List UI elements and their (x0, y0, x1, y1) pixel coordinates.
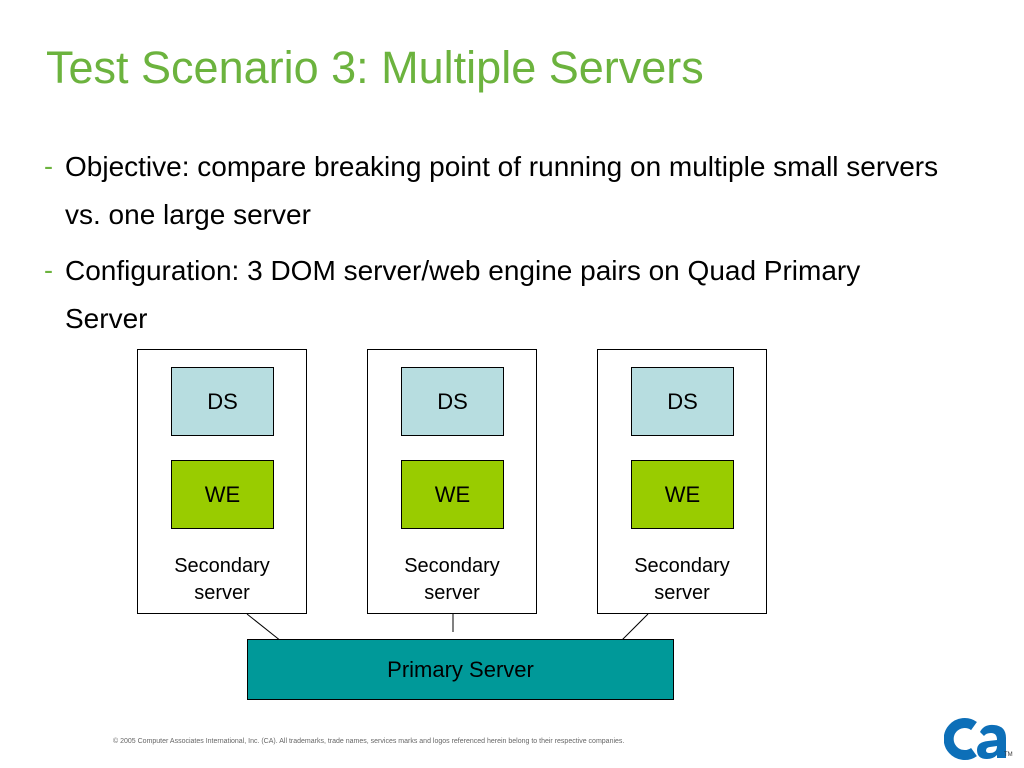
primary-server-box: Primary Server (247, 639, 674, 700)
copyright-footer: © 2005 Computer Associates International… (113, 738, 625, 745)
we-box: WE (171, 460, 274, 529)
slide-title: Test Scenario 3: Multiple Servers (46, 42, 704, 93)
ds-box: DS (631, 367, 734, 436)
we-box: WE (401, 460, 504, 529)
bullet-list: - Objective: compare breaking point of r… (44, 143, 944, 351)
bullet-marker: - (44, 151, 53, 181)
ds-box: DS (171, 367, 274, 436)
bullet-objective: - Objective: compare breaking point of r… (44, 143, 944, 239)
connector-line (621, 613, 649, 641)
server-label: Secondary server (174, 555, 270, 604)
ds-box: DS (401, 367, 504, 436)
ca-logo (944, 718, 1006, 760)
bullet-configuration: - Configuration: 3 DOM server/web engine… (44, 247, 944, 343)
server-label: Secondary server (404, 555, 500, 604)
trademark-label: TM (1004, 752, 1013, 758)
secondary-server-box: DS WE Secondary server (597, 349, 767, 614)
secondary-server-box: DS WE Secondary server (137, 349, 307, 614)
bullet-marker: - (44, 255, 53, 285)
server-label: Secondary server (634, 555, 730, 604)
bullet-text: Configuration: 3 DOM server/web engine p… (65, 255, 861, 334)
we-box: WE (631, 460, 734, 529)
secondary-server-box: DS WE Secondary server (367, 349, 537, 614)
bullet-text: Objective: compare breaking point of run… (65, 151, 939, 230)
